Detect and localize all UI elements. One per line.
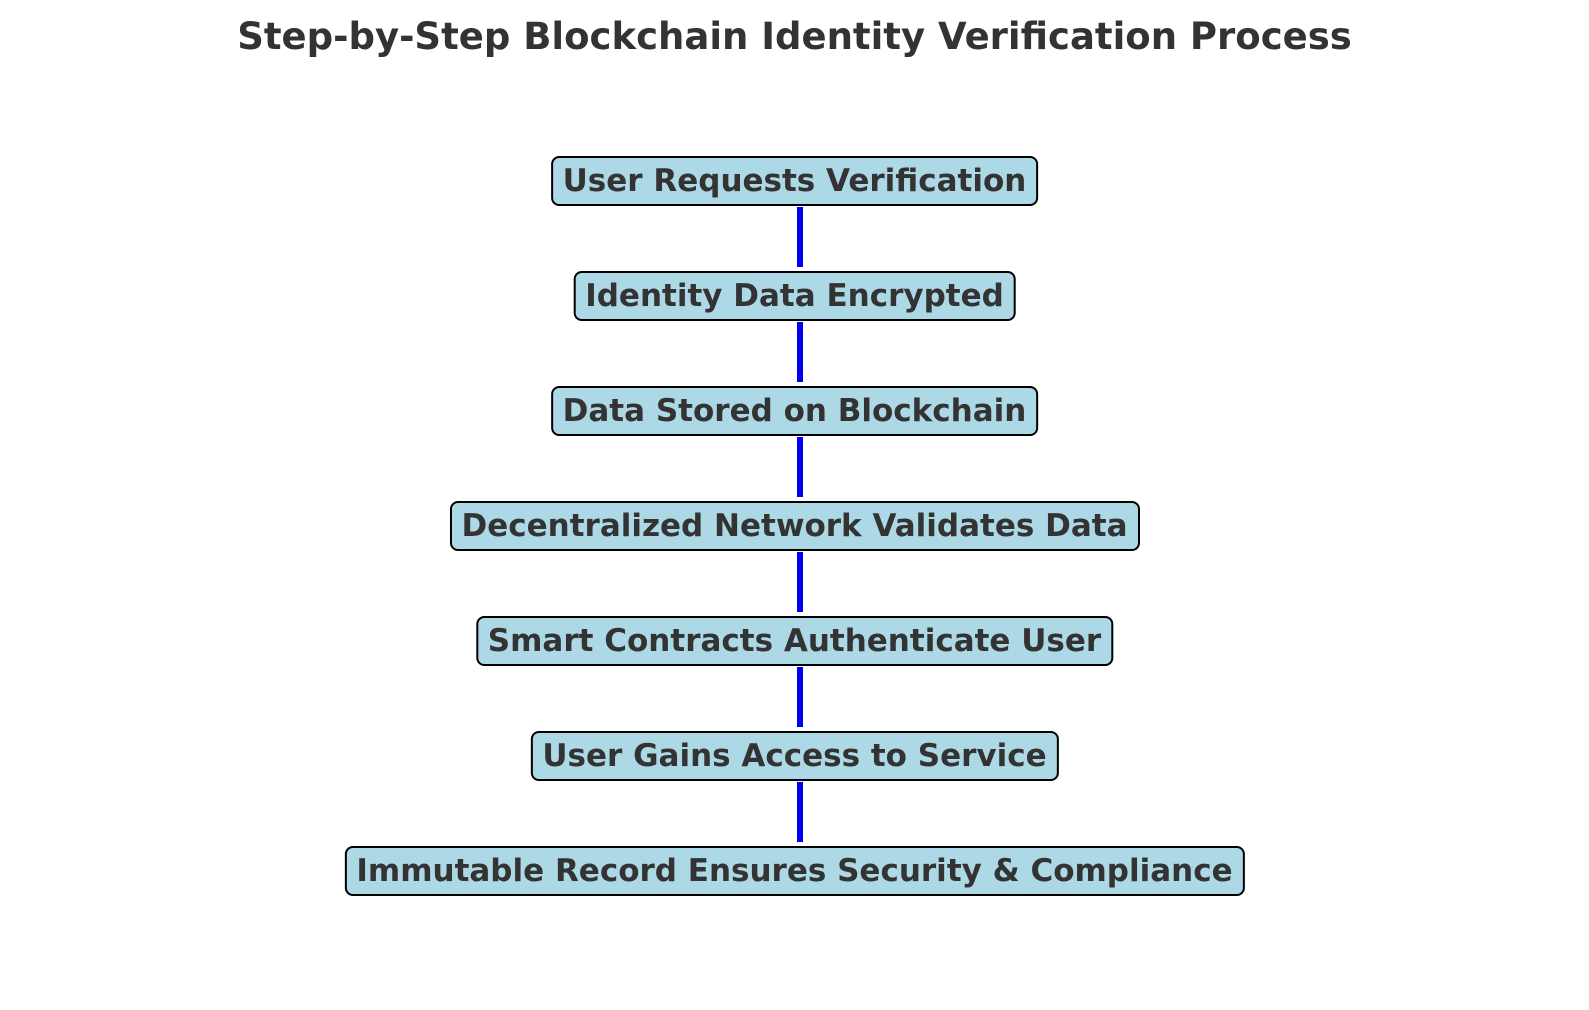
- step-1-box: User Requests Verification: [550, 156, 1039, 206]
- step-label: Identity Data Encrypted: [585, 278, 1004, 314]
- step-7-box: Immutable Record Ensures Security & Comp…: [344, 846, 1245, 896]
- connector-4-5: [797, 552, 803, 612]
- step-6-box: User Gains Access to Service: [530, 731, 1059, 781]
- connector-3-4: [797, 437, 803, 497]
- step-label: Data Stored on Blockchain: [562, 393, 1027, 429]
- step-label: Immutable Record Ensures Security & Comp…: [356, 853, 1233, 889]
- step-label: Smart Contracts Authenticate User: [487, 623, 1102, 659]
- diagram-title: Step-by-Step Blockchain Identity Verific…: [237, 15, 1352, 58]
- step-label: User Gains Access to Service: [542, 738, 1047, 774]
- connector-6-7: [797, 782, 803, 842]
- connector-5-6: [797, 667, 803, 727]
- step-label: Decentralized Network Validates Data: [461, 508, 1128, 544]
- step-3-box: Data Stored on Blockchain: [550, 386, 1039, 436]
- connector-1-2: [797, 207, 803, 267]
- connector-2-3: [797, 322, 803, 382]
- step-label: User Requests Verification: [562, 163, 1027, 199]
- step-5-box: Smart Contracts Authenticate User: [475, 616, 1114, 666]
- step-2-box: Identity Data Encrypted: [573, 271, 1016, 321]
- step-4-box: Decentralized Network Validates Data: [449, 501, 1140, 551]
